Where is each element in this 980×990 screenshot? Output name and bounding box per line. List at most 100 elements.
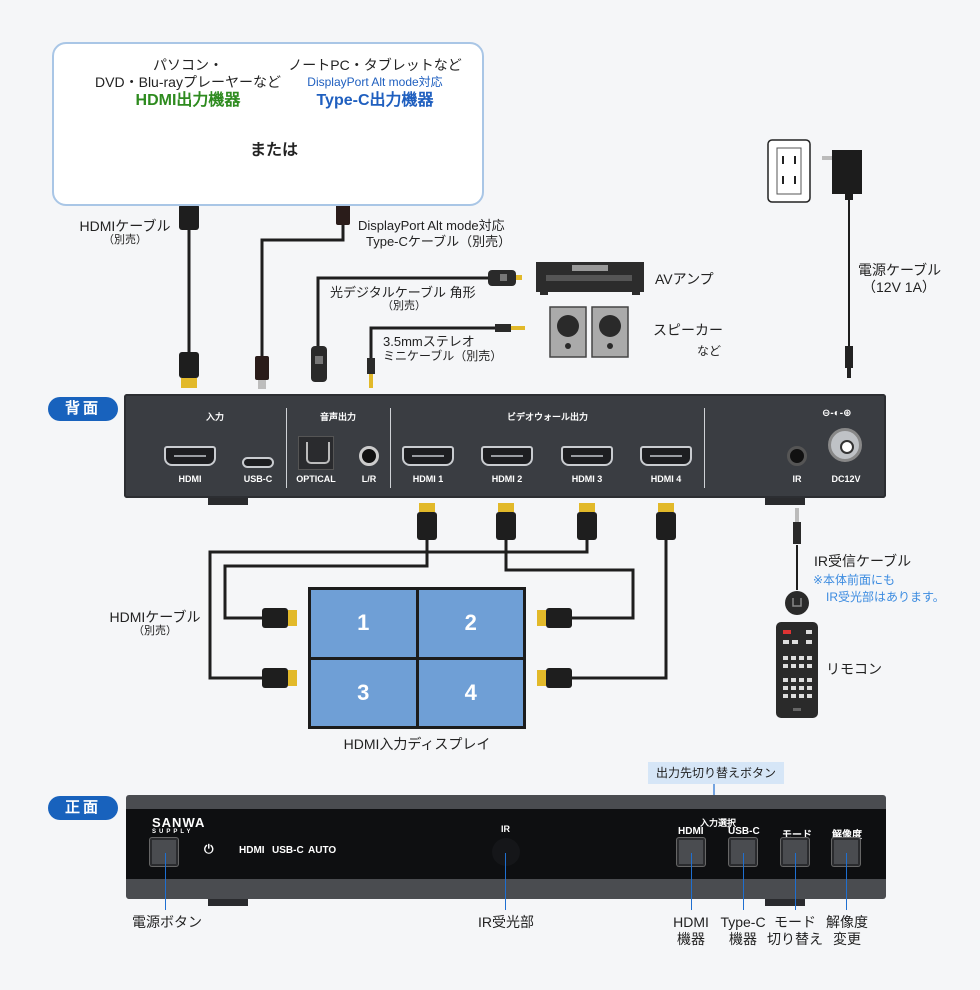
hdmi-input-label: HDMI bbox=[178, 474, 202, 484]
hdmi-connector bbox=[262, 668, 297, 688]
indicator-auto: AUTO bbox=[308, 845, 337, 856]
speaker-label: スピーカー bbox=[653, 322, 723, 338]
resolution-callout-2: 変更 bbox=[833, 931, 861, 947]
hdmi-device-line2: DVD・Blu-rayプレーヤーなど bbox=[95, 74, 281, 90]
ir-note-1: ※本体前面にも bbox=[813, 573, 896, 587]
usbc-input-port[interactable] bbox=[242, 457, 274, 468]
lr-label: L/R bbox=[361, 474, 377, 484]
optical-cable bbox=[316, 276, 495, 350]
remote-label: リモコン bbox=[826, 661, 882, 677]
hdmi-out-cable-label: HDMIケーブル bbox=[109, 609, 201, 625]
hdmi-connector bbox=[417, 503, 437, 540]
hdmi-out-1-label: HDMI 1 bbox=[412, 474, 444, 484]
hdmi-connector bbox=[496, 503, 516, 540]
rear-foot bbox=[208, 497, 248, 505]
divider bbox=[286, 408, 287, 488]
ir-jack-label: IR bbox=[792, 474, 802, 484]
ir-sensor-icon bbox=[785, 591, 809, 615]
hdmi-out3-cable bbox=[208, 540, 589, 680]
dc-polarity-icon: ⊖-◐-⊕ bbox=[822, 408, 852, 419]
mode-callout-2: 切り替え bbox=[767, 931, 823, 947]
ir-receiver-window bbox=[492, 838, 520, 866]
callout-line bbox=[691, 853, 692, 910]
ir-receiver-callout: IR受光部 bbox=[478, 914, 534, 930]
hdmi-out-4-label: HDMI 4 bbox=[650, 474, 682, 484]
typec-cable-label: DisplayPort Alt mode対応 bbox=[358, 218, 505, 233]
section-video-wall-label: ビデオウォール出力 bbox=[507, 412, 589, 422]
av-amp-label: AVアンプ bbox=[655, 271, 714, 287]
button-hdmi-label: HDMI bbox=[678, 826, 704, 837]
typec-connector bbox=[255, 356, 269, 380]
lr-jack[interactable] bbox=[359, 446, 379, 466]
dc-label: DC12V bbox=[831, 474, 861, 484]
stereo-plug bbox=[495, 324, 511, 332]
hdmi-cable-note: （別売） bbox=[103, 234, 147, 246]
display-tile-2: 2 bbox=[418, 590, 523, 657]
ir-jack[interactable] bbox=[787, 446, 807, 466]
section-audio-out-label: 音声出力 bbox=[320, 412, 357, 422]
stereo-plug bbox=[367, 358, 375, 374]
hdmi-out-3-port[interactable] bbox=[561, 446, 613, 466]
button-usbc-label: USB-C bbox=[728, 826, 760, 837]
rear-badge: 背面 bbox=[48, 397, 118, 421]
dc-jack[interactable] bbox=[828, 428, 862, 462]
source-devices-box bbox=[52, 42, 484, 206]
mode-callout: モード bbox=[774, 914, 816, 930]
indicator-usbc: USB-C bbox=[272, 845, 304, 856]
stereo-cable bbox=[369, 326, 505, 360]
stereo-cable-label2: ミニケーブル（別売） bbox=[383, 349, 503, 363]
hdmi-out1-cable bbox=[223, 540, 429, 620]
remote-control-icon bbox=[776, 622, 818, 718]
optical-port[interactable] bbox=[298, 436, 334, 470]
wall-outlet-icon bbox=[767, 139, 811, 203]
callout-line bbox=[846, 853, 847, 910]
optical-cable-label: 光デジタルケーブル 角形 bbox=[330, 285, 476, 300]
hdmi-connector bbox=[537, 608, 572, 628]
speaker-icon bbox=[591, 306, 629, 358]
hdmi-out-3-label: HDMI 3 bbox=[571, 474, 603, 484]
typec-cable-label2: Type-Cケーブル（別売） bbox=[366, 234, 512, 249]
stereo-cable-label: 3.5mmステレオ bbox=[383, 334, 475, 349]
hdmi-connector bbox=[179, 352, 199, 388]
divider bbox=[704, 408, 705, 488]
typec-device-title: Type-C出力機器 bbox=[316, 92, 434, 109]
typec-connector-tip bbox=[258, 380, 266, 389]
hdmi-out-2-port[interactable] bbox=[481, 446, 533, 466]
rear-panel: 入力 音声出力 ビデオウォール出力 HDMI USB-C OPTICAL L/R… bbox=[124, 394, 886, 498]
hdmi-out-2-label: HDMI 2 bbox=[491, 474, 523, 484]
optical-cable-note: （別売） bbox=[382, 300, 426, 312]
ir-cable-label: IR受信ケーブル bbox=[814, 553, 912, 569]
typec-cable bbox=[260, 225, 345, 360]
brand-logo: SANWA bbox=[152, 815, 206, 830]
button-resolution-label: 解像度 bbox=[832, 830, 862, 841]
hdmi-out2-cable bbox=[504, 540, 635, 620]
usbc-input-label: USB-C bbox=[243, 474, 273, 484]
brand-logo-sub: SUPPLY bbox=[152, 829, 194, 835]
ir-plug bbox=[795, 508, 799, 522]
output-switch-callout: 出力先切り替えボタン bbox=[648, 762, 784, 784]
optical-label: OPTICAL bbox=[296, 474, 336, 484]
speaker-note: など bbox=[697, 344, 722, 358]
display-tile-1: 1 bbox=[311, 590, 416, 657]
speaker-icon bbox=[549, 306, 587, 358]
power-cable-label: 電源ケーブル bbox=[858, 262, 942, 278]
typec-connector bbox=[336, 203, 350, 225]
typec-device-callout: Type-C bbox=[720, 914, 766, 930]
front-foot bbox=[765, 898, 805, 906]
power-button[interactable] bbox=[150, 838, 178, 866]
callout-line bbox=[165, 853, 166, 910]
hdmi-out-1-port[interactable] bbox=[402, 446, 454, 466]
indicator-hdmi: HDMI bbox=[239, 845, 265, 856]
power-indicator-icon: ⏻ bbox=[204, 842, 214, 856]
hdmi-cable-label: HDMIケーブル bbox=[79, 218, 171, 234]
front-foot bbox=[208, 898, 248, 906]
hdmi-out-4-port[interactable] bbox=[640, 446, 692, 466]
typec-device-line2: DisplayPort Alt mode対応 bbox=[307, 75, 443, 89]
hdmi-input-port[interactable] bbox=[164, 446, 216, 466]
video-wall-display: 1 2 3 4 bbox=[308, 587, 526, 729]
av-amp-icon bbox=[536, 262, 644, 295]
hdmi-out4-cable bbox=[570, 540, 668, 680]
power-button-callout: 電源ボタン bbox=[132, 914, 202, 930]
callout-line bbox=[795, 853, 796, 910]
hdmi-out-cable-note: （別売） bbox=[133, 625, 177, 637]
